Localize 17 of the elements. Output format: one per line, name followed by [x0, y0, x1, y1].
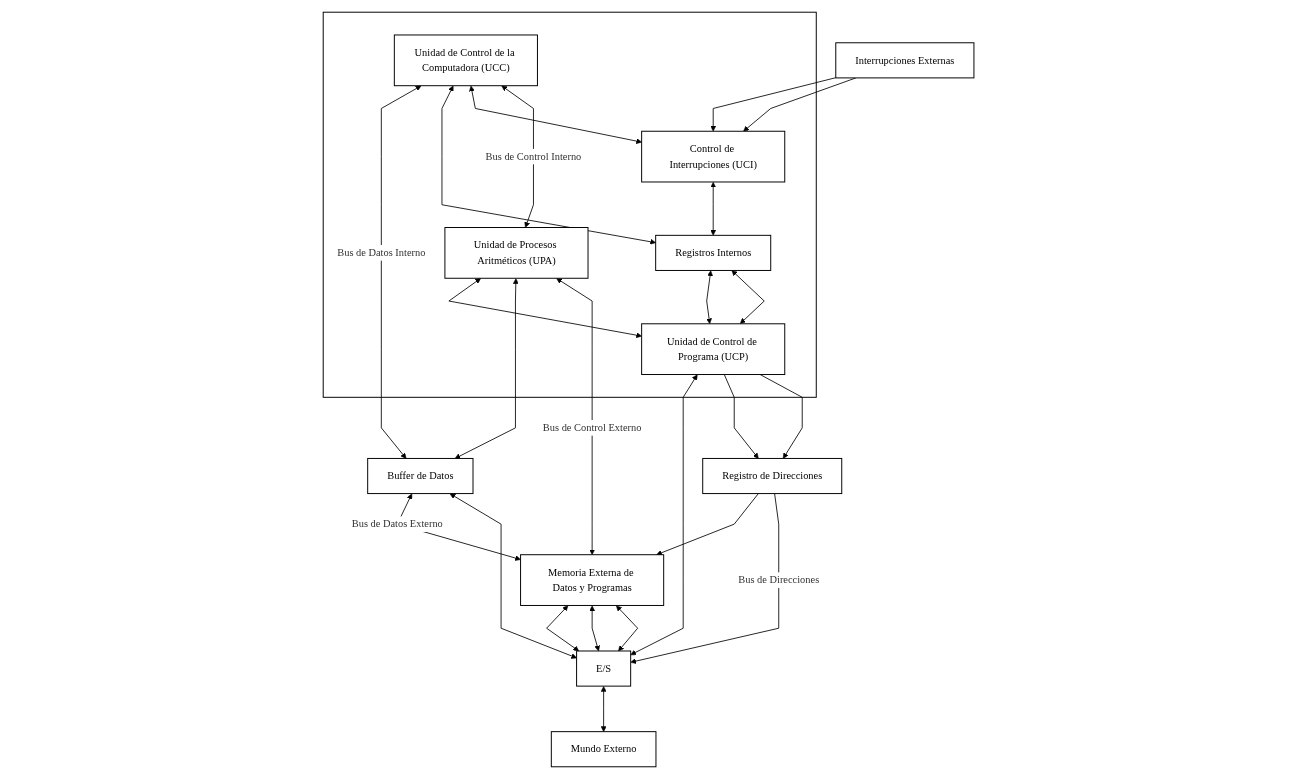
edge-label: Bus de Datos Interno	[337, 246, 426, 258]
node-box: Buffer de Datos	[367, 457, 474, 494]
node-box: Interrupciones Externas	[835, 41, 975, 78]
edge-label: Bus de Control Externo	[542, 421, 642, 433]
node-box: E/S	[576, 650, 632, 687]
node-box: Unidad de Control de Programa (UCP)	[641, 322, 786, 375]
node-box: Registros Internos	[655, 234, 772, 271]
cluster	[322, 11, 817, 398]
node-box: Unidad de Control de la Computadora (UCC)	[393, 34, 538, 86]
edge-label: Bus de Control Interno	[485, 150, 582, 162]
edge-label: Bus de Datos Externo	[351, 517, 443, 529]
node-box: Registro de Direcciones	[702, 457, 843, 494]
node-box: Control de Interrupciones (UCI)	[641, 130, 786, 182]
node-box: Unidad de Procesos Aritméticos (UPA)	[444, 226, 589, 279]
node-box: Mundo Externo	[550, 730, 657, 767]
edge-label: Bus de Direcciones	[738, 573, 820, 585]
node-box: Memoria Externa de Datos y Programas	[520, 553, 665, 606]
